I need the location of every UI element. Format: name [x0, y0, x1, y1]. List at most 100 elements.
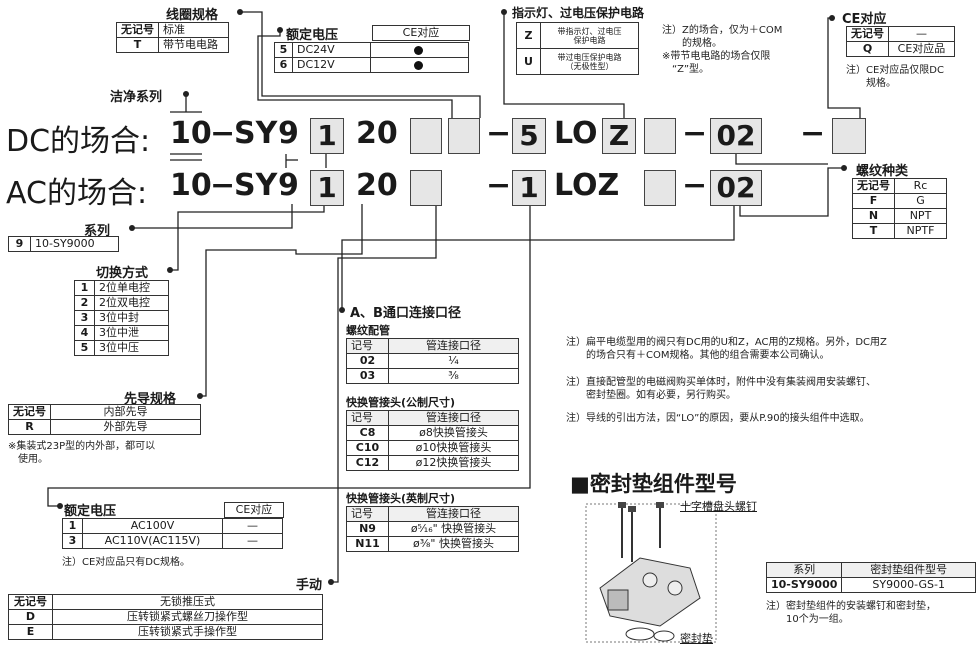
ac-voltage-value: 1 [519, 171, 539, 204]
fitting-size: ø³⁄₈" 快换管接头 [388, 536, 519, 552]
clean-series-title: 洁净系列 [110, 90, 163, 105]
dc-voltage-box [512, 118, 546, 154]
dc-port-box [710, 118, 762, 154]
port-code: 03 [346, 368, 389, 384]
ac-port-value: 02 [716, 171, 756, 204]
seal-kit-title: ■密封垫组件型号 [570, 472, 737, 496]
ce-title: CE对应 [842, 12, 887, 27]
dc-ce-box [832, 118, 866, 154]
seal-kit-illustration [585, 502, 717, 643]
manual-code: E [8, 624, 53, 640]
dc-port-value: 02 [716, 119, 756, 152]
coil-code: 无记号 [116, 22, 159, 38]
dc-dash-2: − [486, 116, 512, 151]
switch-desc: 3位中压 [94, 340, 169, 356]
ac-case-label: AC的场合: [6, 176, 148, 211]
thread-title: 螺纹种类 [856, 164, 909, 179]
seal-kit-model: SY9000-GS-1 [841, 577, 976, 593]
manual-title: 手动 [296, 578, 323, 593]
metric-fitting-subtitle: 快换管接头(公制尺寸) [346, 396, 456, 409]
general-note-3: 注）导线的引出方法，因“LO”的原因，要从P.90的接头组件中选取。 [566, 413, 870, 424]
dc-lo: LO [554, 116, 598, 151]
pilot-code: R [8, 419, 51, 435]
fitting-code: C8 [346, 425, 389, 441]
indicator-code: Z [516, 22, 541, 49]
fitting-size: ø10快换管接头 [388, 440, 519, 456]
dc-pilot-box [410, 118, 442, 154]
dc-voltage-value: DC12V [292, 57, 371, 73]
indicator-note-2: ※带节电电路的场合仅限 “Z”型。 [662, 51, 771, 75]
indicator-desc: 带过电压保护电路 （无极性型） [540, 48, 639, 75]
thread-desc: G [894, 193, 947, 209]
coil-spec-title: 线圈规格 [166, 8, 219, 23]
filled-circle-icon [413, 60, 423, 70]
ce-desc: CE对应品 [888, 41, 955, 57]
fitting-size: ø⁵⁄₁₆" 快换管接头 [388, 521, 519, 537]
manual-code: D [8, 609, 53, 625]
thread-code: 无记号 [852, 178, 895, 194]
ac-dash-3: − [682, 168, 708, 203]
general-note-1: 注）扁平电缆型用的阀只有DC用的U和Z，AC用的Z规格。另外，DC用Z 的场合只… [566, 337, 887, 361]
thread-code: F [852, 193, 895, 209]
ab-port-title: A、B通口连接口径 [350, 306, 461, 321]
fitting-code: N11 [346, 536, 389, 552]
ac-dash-2: − [486, 168, 512, 203]
ac-voltage-box [512, 170, 546, 206]
inch-fitting-subtitle: 快换管接头(英制尺寸) [346, 492, 456, 505]
switch-desc: 2位单电控 [94, 280, 169, 296]
thread-code: N [852, 208, 895, 224]
general-note-2: 注）直接配管型的电磁阀购买单体时，附件中没有集装阀用安装螺钉、 密封垫圈。如有必… [566, 377, 876, 401]
ac-prefix: 10 [170, 168, 212, 203]
ac-loz: LOZ [554, 168, 620, 203]
dc-voltage-value: DC24V [292, 42, 371, 58]
ac-voltage-note: 注）CE对应品只有DC规格。 [62, 557, 190, 568]
fitting-code: C12 [346, 455, 389, 471]
switch-code: 3 [74, 310, 95, 326]
ce-mark [370, 57, 469, 73]
ac-voltage-code: 1 [62, 518, 83, 534]
pilot-code: 无记号 [8, 404, 51, 420]
dc-dash-3: − [682, 116, 708, 151]
ac-port-box [710, 170, 762, 206]
ac-voltage-ce: — [222, 533, 283, 549]
dc-manual-box [448, 118, 480, 154]
pilot-desc: 外部先导 [50, 419, 201, 435]
switch-code: 1 [74, 280, 95, 296]
dc-voltage-value: 5 [519, 119, 539, 152]
coil-code: T [116, 37, 159, 53]
switch-code: 4 [74, 325, 95, 341]
filled-circle-icon [413, 45, 423, 55]
ce-code: 无记号 [846, 26, 889, 42]
ac-switch-box [310, 170, 344, 206]
ac-switch-value: 1 [317, 171, 337, 204]
ce-header-ac: CE对应 [224, 502, 284, 518]
ce-desc: — [888, 26, 955, 42]
col-size: 管连接口径 [388, 338, 519, 354]
fitting-size: ø12快换管接头 [388, 455, 519, 471]
col-code: 记号 [346, 338, 389, 354]
dc-voltage-code: 6 [274, 57, 293, 73]
pilot-title: 先导规格 [124, 392, 177, 407]
ac-nine: 9 [278, 168, 299, 203]
manual-desc: 无锁推压式 [52, 594, 323, 610]
col-code: 记号 [346, 506, 389, 522]
series-code: 9 [8, 236, 31, 252]
col-size: 管连接口径 [388, 410, 519, 426]
seal-series: 10-SY9000 [765, 577, 843, 593]
rated-voltage-dc-title: 额定电压 [286, 28, 339, 43]
dc-switch-value: 1 [317, 119, 337, 152]
coil-desc: 标准 [158, 22, 229, 38]
gasket-label: 密封垫 [680, 632, 713, 645]
manual-desc: 压转锁紧式螺丝刀操作型 [52, 609, 323, 625]
fitting-code: C10 [346, 440, 389, 456]
